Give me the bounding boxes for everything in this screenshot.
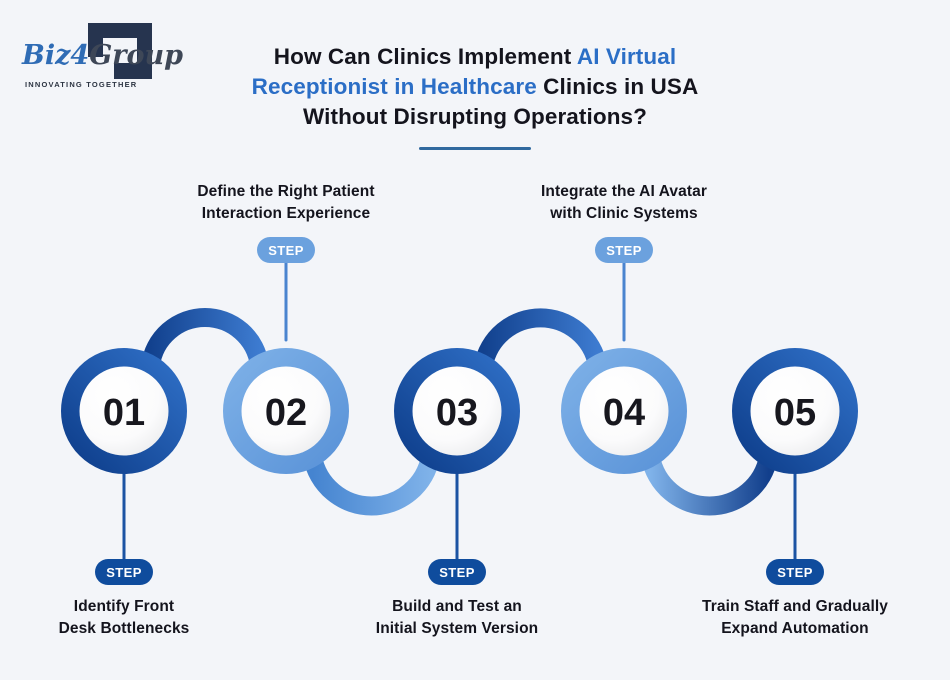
step-number-04: 04: [603, 392, 645, 434]
step3-badge-text: STEP: [439, 564, 475, 580]
step-inner-01: [79, 366, 169, 456]
step3-label: Build and Test an Initial System Version: [327, 596, 587, 640]
step-inner-05: [750, 366, 840, 456]
step-number-02: 02: [265, 392, 307, 434]
arc-step3-step4: [474, 308, 607, 368]
step-inner-02: [241, 366, 331, 456]
step5-label-line2: Expand Automation: [721, 620, 869, 637]
step-ring-05: [732, 348, 858, 474]
title-segment-accent: Receptionist in Healthcare: [251, 74, 537, 99]
step2-label-line2: Interaction Experience: [201, 205, 371, 222]
step4-badge: STEP: [595, 237, 653, 263]
title-segment: Clinics in USA: [536, 74, 699, 99]
title-segment-accent: AI Virtual: [576, 44, 677, 69]
step1-label-line1: Identify Front: [73, 598, 175, 615]
step4-label-line2: with Clinic Systems: [550, 205, 698, 222]
step-circle-03: 03: [394, 348, 520, 474]
step5-label-line1: Train Staff and Gradually: [702, 598, 888, 615]
step5-badge-text: STEP: [777, 564, 813, 580]
step2-label: Define the Right Patient Interaction Exp…: [146, 181, 426, 225]
step2-label-line1: Define the Right Patient: [197, 183, 375, 200]
step1-label: Identify Front Desk Bottlenecks: [0, 596, 248, 640]
step-inner-03: [412, 366, 502, 456]
connector-lines: [122, 250, 797, 568]
step1-label-line2: Desk Bottlenecks: [58, 620, 190, 637]
step-ring-03: [394, 348, 520, 474]
step3-label-line1: Build and Test an: [392, 598, 522, 615]
step5-badge: STEP: [766, 559, 824, 585]
step-ring-01: [61, 348, 187, 474]
step4-badge-text: STEP: [606, 242, 642, 258]
step4-label: Integrate the AI Avatar with Clinic Syst…: [484, 181, 764, 225]
logo-word-4: 4: [70, 40, 90, 71]
biz4group-logo: Biz4Group INNOVATING TOGETHER: [18, 12, 188, 108]
step3-badge: STEP: [428, 559, 486, 585]
logo-word-group: Group: [89, 40, 184, 71]
step-number-03: 03: [436, 392, 478, 434]
arc-step4-step5: [641, 454, 778, 516]
step-circle-02: 02: [223, 348, 349, 474]
logo-tagline: INNOVATING TOGETHER: [25, 80, 138, 89]
title-divider: [419, 147, 531, 150]
step3-label-line2: Initial System Version: [375, 620, 539, 637]
logo-word-biz: Biz: [22, 40, 71, 71]
step-circle-05: 05: [732, 348, 858, 474]
step5-label: Train Staff and Gradually Expand Automat…: [665, 596, 925, 640]
step-inner-04: [579, 366, 669, 456]
step1-badge-text: STEP: [106, 564, 142, 580]
step-number-05: 05: [774, 392, 816, 434]
step-circle-01: 01: [61, 348, 187, 474]
step2-badge: STEP: [257, 237, 315, 263]
logo-wordmark: Biz4Group: [22, 40, 183, 72]
step4-label-line1: Integrate the AI Avatar: [541, 183, 707, 200]
page-title: How Can Clinics Implement AI Virtual Rec…: [150, 42, 800, 132]
arc-step1-step2: [141, 308, 269, 367]
chain-arcs: [141, 308, 778, 516]
step2-badge-text: STEP: [268, 242, 304, 258]
step-ring-02: [223, 348, 349, 474]
arc-step2-step3: [303, 454, 440, 516]
title-segment: Without Disrupting Operations?: [302, 104, 647, 129]
logo-bracket-icon: [88, 23, 152, 79]
title-segment: How Can Clinics Implement: [273, 44, 577, 69]
step-circle-04: 04: [561, 348, 687, 474]
step1-badge: STEP: [95, 559, 153, 585]
step-number-01: 01: [103, 392, 145, 434]
step-ring-04: [561, 348, 687, 474]
